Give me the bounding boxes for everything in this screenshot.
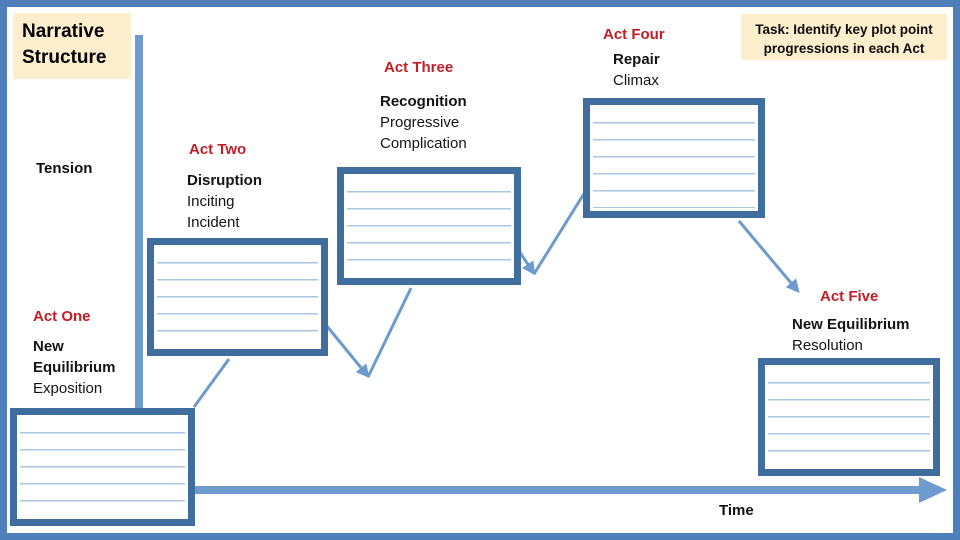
act-three-plot-points: Recognition Progressive Complication	[380, 91, 495, 154]
connector-act1-act2	[192, 358, 231, 408]
task-note: Task: Identify key plot point progressio…	[741, 14, 947, 60]
ruled-lines	[768, 368, 930, 466]
note-box-act-one[interactable]	[10, 408, 195, 526]
ruled-lines	[157, 248, 318, 346]
note-box-act-three[interactable]	[337, 167, 521, 285]
time-axis-label: Time	[719, 502, 754, 519]
act-one-term: Exposition	[33, 380, 103, 397]
note-box-act-four[interactable]	[583, 98, 765, 218]
act-five-term: Resolution	[792, 337, 863, 354]
page-title: Narrative Structure	[13, 13, 131, 79]
connector-act3-dip-arrow-icon	[517, 250, 536, 276]
time-axis-arrow-icon	[919, 477, 947, 503]
connector-act2-dip-arrow-icon	[324, 324, 370, 379]
act-one-bold-term: New Equilibrium	[33, 338, 116, 376]
tension-axis-label: Tension	[36, 160, 93, 177]
note-box-act-two[interactable]	[147, 238, 328, 356]
act-five-label: Act Five	[820, 288, 879, 305]
act-four-label: Act Four	[603, 26, 665, 43]
tension-axis	[135, 35, 143, 492]
act-three-label: Act Three	[384, 59, 454, 76]
note-box-act-five[interactable]	[758, 358, 940, 476]
act-three-bold-term: Recognition	[380, 93, 467, 110]
act-four-bold-term: Repair	[613, 51, 660, 68]
act-two-bold-term: Disruption	[187, 172, 262, 189]
act-five-bold-term: New Equilibrium	[792, 316, 910, 333]
ruled-lines	[347, 177, 511, 275]
act-four-term: Climax	[613, 72, 659, 89]
ruled-lines	[593, 108, 755, 208]
connector-dip-act3	[366, 287, 413, 378]
connector-dip-act4	[532, 191, 587, 275]
act-one-label: Act One	[33, 308, 91, 325]
connector-act4-act5-arrow-icon	[737, 220, 800, 294]
act-two-term: Inciting Incident	[187, 193, 240, 231]
ruled-lines	[20, 418, 185, 516]
act-four-plot-points: Repair Climax	[613, 49, 723, 91]
act-two-plot-points: Disruption Inciting Incident	[187, 170, 277, 233]
act-five-plot-points: New Equilibrium Resolution	[792, 314, 942, 356]
act-two-label: Act Two	[189, 141, 247, 158]
act-three-term: Progressive Complication	[380, 114, 467, 152]
time-axis	[139, 486, 919, 494]
act-one-plot-points: New Equilibrium Exposition	[33, 336, 128, 399]
